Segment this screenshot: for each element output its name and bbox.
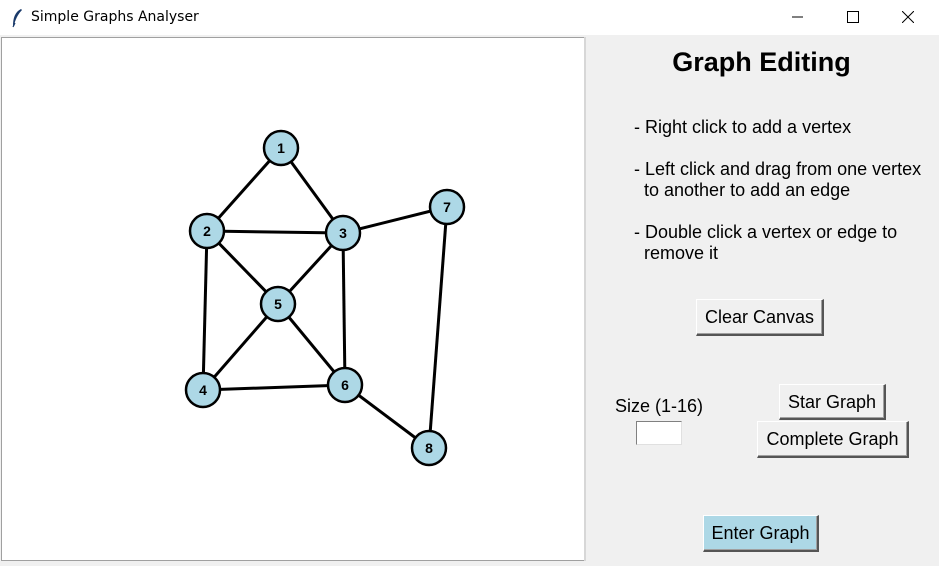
graph-editing-panel: Graph Editing - Right click to add a ver… <box>586 37 937 561</box>
graph-vertex-4[interactable]: 4 <box>184 371 222 409</box>
vertex-circle[interactable] <box>259 285 297 323</box>
size-label: Size (1-16) <box>615 396 704 416</box>
panel-divider <box>584 37 586 561</box>
close-icon <box>902 11 914 23</box>
vertex-circle[interactable] <box>326 366 364 404</box>
graph-drawing[interactable]: 1 2 3 4 5 6 7 8 <box>2 38 585 560</box>
instruction-add-vertex: - Right click to add a vertex <box>634 117 852 137</box>
graph-vertex-1[interactable]: 1 <box>262 129 300 167</box>
instruction-remove: - Double click a vertex or edge to remov… <box>634 222 898 263</box>
graph-canvas[interactable]: 1 2 3 4 5 6 7 8 <box>1 37 586 561</box>
vertex-label: 3 <box>339 225 347 241</box>
window-bottom-edge <box>0 561 939 566</box>
graph-vertex-2[interactable]: 2 <box>188 212 226 250</box>
clear-canvas-button[interactable]: Clear Canvas <box>696 299 824 336</box>
graph-edge-2-3[interactable] <box>206 229 344 235</box>
vertex-circle[interactable] <box>428 188 466 226</box>
graph-vertex-8[interactable]: 8 <box>410 429 448 467</box>
graph-edge-7-8[interactable] <box>427 206 449 449</box>
vertex-label: 4 <box>199 382 207 398</box>
enter-graph-button[interactable]: Enter Graph <box>703 515 819 552</box>
size-input[interactable] <box>636 421 682 445</box>
vertex-circle[interactable] <box>184 371 222 409</box>
graph-edge-1-2[interactable] <box>205 147 283 232</box>
minimize-icon <box>792 16 803 18</box>
vertex-circle[interactable] <box>262 129 300 167</box>
maximize-button[interactable] <box>830 0 876 35</box>
graph-vertex-3[interactable]: 3 <box>324 214 362 252</box>
vertex-label: 6 <box>341 377 349 393</box>
vertex-label: 7 <box>443 199 451 215</box>
graph-vertex-7[interactable]: 7 <box>428 188 466 226</box>
graph-vertex-5[interactable]: 5 <box>259 285 297 323</box>
complete-graph-button[interactable]: Complete Graph <box>757 421 909 458</box>
vertex-label: 5 <box>274 296 282 312</box>
panel-title: Graph Editing <box>672 47 851 77</box>
vertex-label: 8 <box>425 440 433 456</box>
title-bar[interactable]: Simple Graphs Analyser <box>0 0 939 35</box>
vertex-label: 1 <box>277 140 285 156</box>
feather-icon <box>12 9 22 28</box>
vertex-circle[interactable] <box>410 429 448 467</box>
instruction-add-edge: - Left click and drag from one vertex to… <box>634 159 922 200</box>
vertex-circle[interactable] <box>188 212 226 250</box>
vertex-circle[interactable] <box>324 214 362 252</box>
star-graph-button[interactable]: Star Graph <box>779 384 886 420</box>
window-title: Simple Graphs Analyser <box>31 9 199 25</box>
vertex-label: 2 <box>203 223 211 239</box>
maximize-icon <box>847 11 859 23</box>
graph-edge-2-4[interactable] <box>201 230 209 391</box>
graph-edge-4-6[interactable] <box>202 383 346 392</box>
graph-edge-3-6[interactable] <box>341 232 347 386</box>
graph-vertex-6[interactable]: 6 <box>326 366 364 404</box>
close-button[interactable] <box>885 0 931 35</box>
graph-edge-5-4[interactable] <box>201 303 280 391</box>
minimize-button[interactable] <box>775 0 821 35</box>
